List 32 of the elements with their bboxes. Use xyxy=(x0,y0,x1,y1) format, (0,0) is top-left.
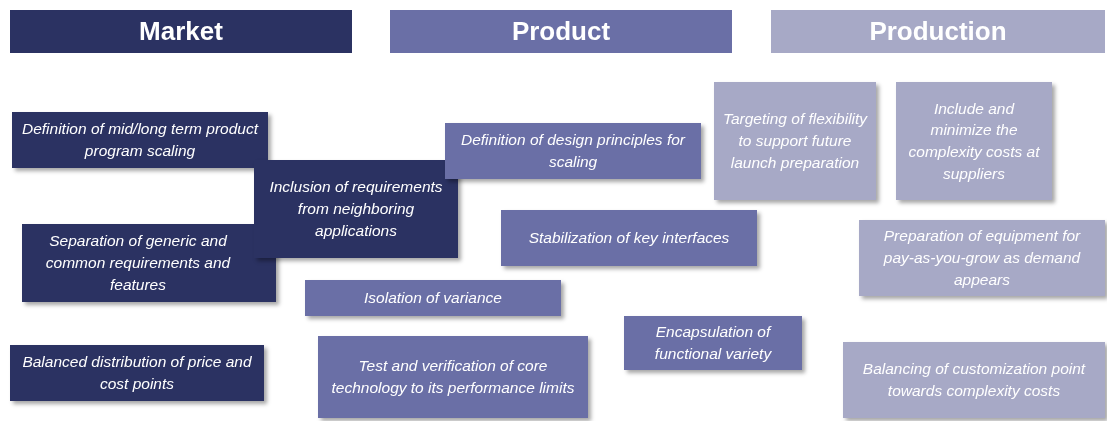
card-text: Isolation of variance xyxy=(364,288,502,309)
column-header xyxy=(771,10,1105,53)
text-card xyxy=(305,280,561,316)
card-text: Targeting of flexibility to support future launch preparation xyxy=(722,109,868,173)
column-header xyxy=(10,10,352,53)
text-card xyxy=(10,345,264,401)
text-card xyxy=(843,342,1105,418)
text-card xyxy=(445,123,701,179)
card-text: Balancing of customization point towards complexity costs xyxy=(861,359,1087,401)
card-text: Separation of generic and common requirements and features xyxy=(44,231,232,295)
card-text: Inclusion of requirements from neighboring applications xyxy=(268,177,444,241)
card-text: Test and verification of core technology to its performance limits xyxy=(330,356,576,398)
header-text: Market xyxy=(139,16,223,47)
text-card xyxy=(501,210,757,266)
text-card xyxy=(714,82,876,200)
text-card xyxy=(22,224,276,302)
text-card xyxy=(624,316,802,370)
text-card xyxy=(896,82,1052,200)
text-card xyxy=(318,336,588,418)
card-text: Encapsulation of functional variety xyxy=(653,322,773,364)
card-text: Balanced distribution of price and cost points xyxy=(21,352,253,394)
text-card xyxy=(12,112,268,168)
header-text: Product xyxy=(511,16,611,47)
card-text: Include and minimize the complexity costs at suppliers xyxy=(907,98,1041,184)
card-text: Preparation of equipment for pay-as-you-grow as demand appears xyxy=(882,226,1082,290)
header-text: Production xyxy=(869,16,1007,47)
text-card xyxy=(254,160,458,258)
card-text: Definition of design principles for scaling xyxy=(460,130,687,172)
card-text: Definition of mid/long term product program scaling xyxy=(20,119,260,161)
text-card xyxy=(859,220,1105,296)
column-header xyxy=(390,10,732,53)
card-text: Stabilization of key interfaces xyxy=(528,228,730,249)
